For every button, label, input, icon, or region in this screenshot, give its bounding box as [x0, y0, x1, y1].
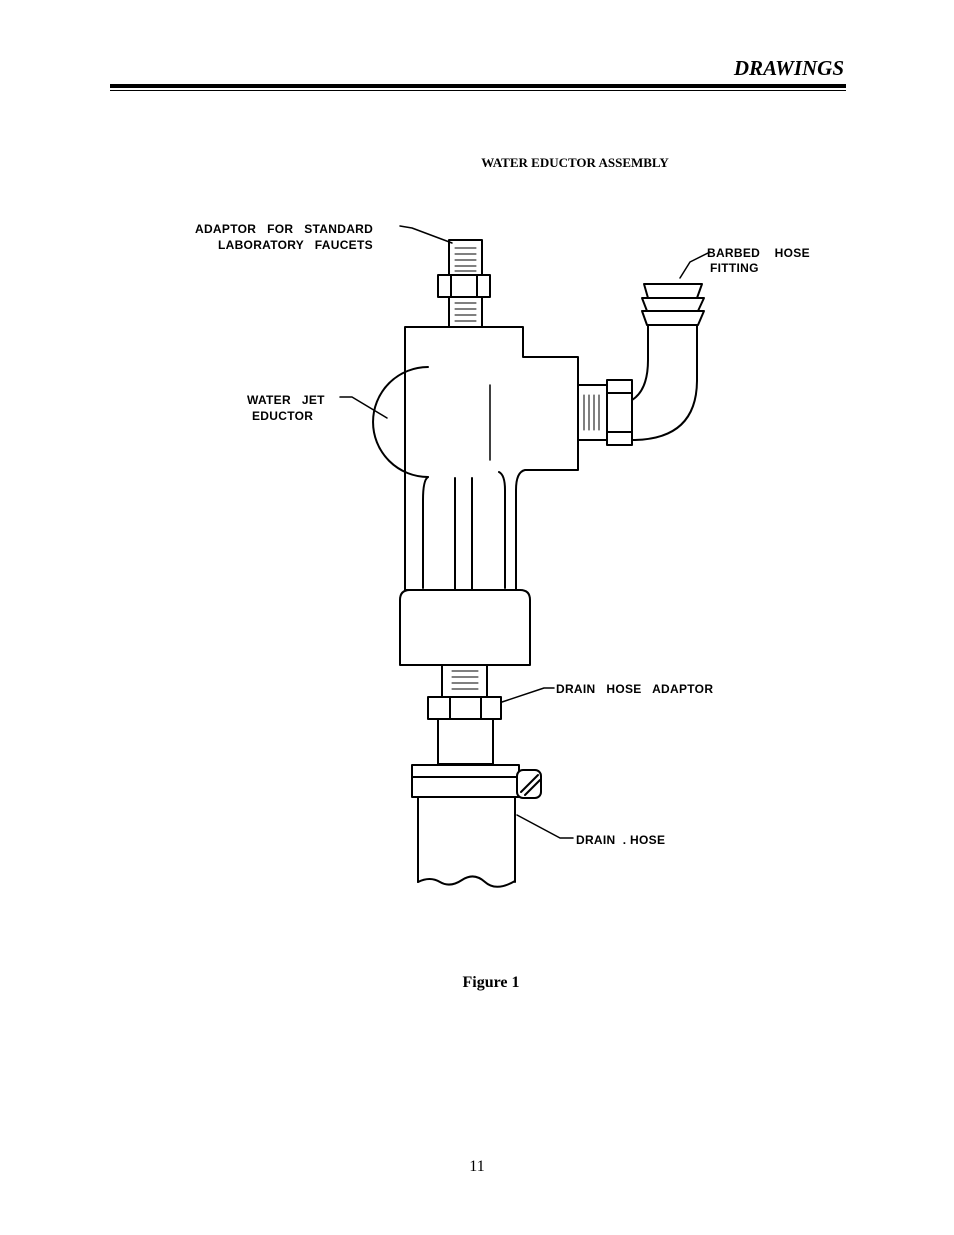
leader-barbed [679, 251, 711, 279]
drain-adaptor-part [427, 664, 502, 765]
leader-drain-adaptor [501, 687, 555, 703]
leader-drain-hose [516, 814, 574, 839]
drain-hose-part [417, 796, 516, 888]
header-rule-thin [110, 90, 846, 91]
leader-adaptor [399, 225, 453, 244]
label-drain-adaptor: DRAIN HOSE ADAPTOR [556, 682, 713, 696]
figure-caption: Figure 1 [462, 974, 520, 991]
header-rule-thick [110, 84, 846, 88]
diagram-title: WATER EDUCTOR ASSEMBLY [481, 155, 669, 170]
collar-part [399, 589, 531, 666]
eductor-body-part [372, 326, 579, 591]
leader-eductor [339, 396, 388, 419]
barbed-fitting-part [577, 283, 705, 446]
label-eductor-line1: WATER JET [247, 393, 325, 407]
label-drain-hose: DRAIN . HOSE [576, 833, 665, 847]
label-barbed-line2: FITTING [710, 261, 759, 275]
label-adaptor-line2: LABORATORY FAUCETS [218, 238, 373, 252]
label-eductor-line2: EDUCTOR [252, 409, 313, 423]
section-title: DRAWINGS [733, 56, 844, 80]
hose-clamp-part [411, 764, 542, 799]
label-adaptor-line1: ADAPTOR FOR STANDARD [195, 222, 373, 236]
label-barbed-line1: BARBED HOSE [707, 246, 810, 260]
faucet-adaptor-part [437, 239, 491, 328]
page-number: 11 [469, 1158, 485, 1175]
